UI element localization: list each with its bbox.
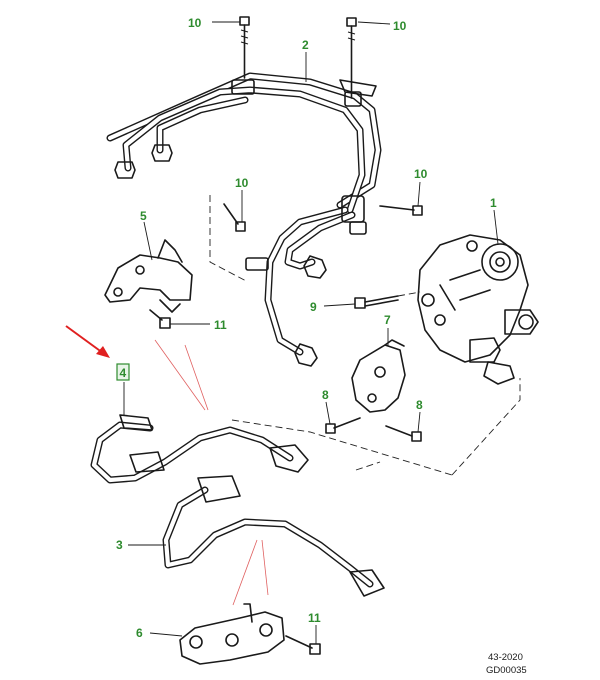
hose-clip-6 [179,603,285,665]
callout-10-middle-left: 10 [235,176,249,190]
callout-10-middle-right: 10 [414,167,428,181]
assembly-dashed-lines [209,195,521,476]
bolt-9 [354,295,399,309]
pump-bracket-5 [104,239,193,313]
callout-numbers: 10 10 2 10 10 5 1 9 7 11 4 8 8 3 6 11 [116,16,497,640]
callout-3: 3 [116,538,123,552]
callout-2: 2 [302,38,309,52]
pump-mounting-bracket-7 [351,339,406,413]
callout-11-clip: 11 [308,611,321,625]
callout-9: 9 [310,300,317,314]
bolt-10-middle-right [379,205,423,216]
callout-8-left: 8 [322,388,329,402]
red-pointer-arrow [65,325,110,358]
callout-6: 6 [136,626,143,640]
callout-8-right: 8 [416,398,423,412]
high-pressure-fuel-pump-1 [417,234,539,385]
bolt-11-bracket [149,309,171,329]
bolt-8-left [325,417,361,434]
fuel-hose-4 [90,414,309,484]
bolt-10-middle-left [223,203,246,232]
drawing-code: GD00035 [486,665,527,676]
callout-leader-lines [123,21,499,644]
date-code: 43-2020 [488,652,523,663]
bolt-10-top-left [239,16,250,79]
callout-11-bracket: 11 [214,318,227,332]
callout-10-top-right: 10 [393,19,407,33]
bolt-10-top-right [346,17,357,99]
callout-7: 7 [384,313,391,327]
bolt-8-right [385,425,422,442]
bolt-11-clip [285,635,321,655]
highlight-leader-lines [154,339,269,606]
callout-1: 1 [490,196,497,210]
callout-5: 5 [140,209,147,223]
callout-10-top-left: 10 [188,16,202,30]
fuel-injector-pipe-assembly [106,72,382,367]
callout-4-highlight-box [116,363,130,381]
callout-4: 4 [120,366,127,380]
fuel-hose-3 [162,475,385,597]
